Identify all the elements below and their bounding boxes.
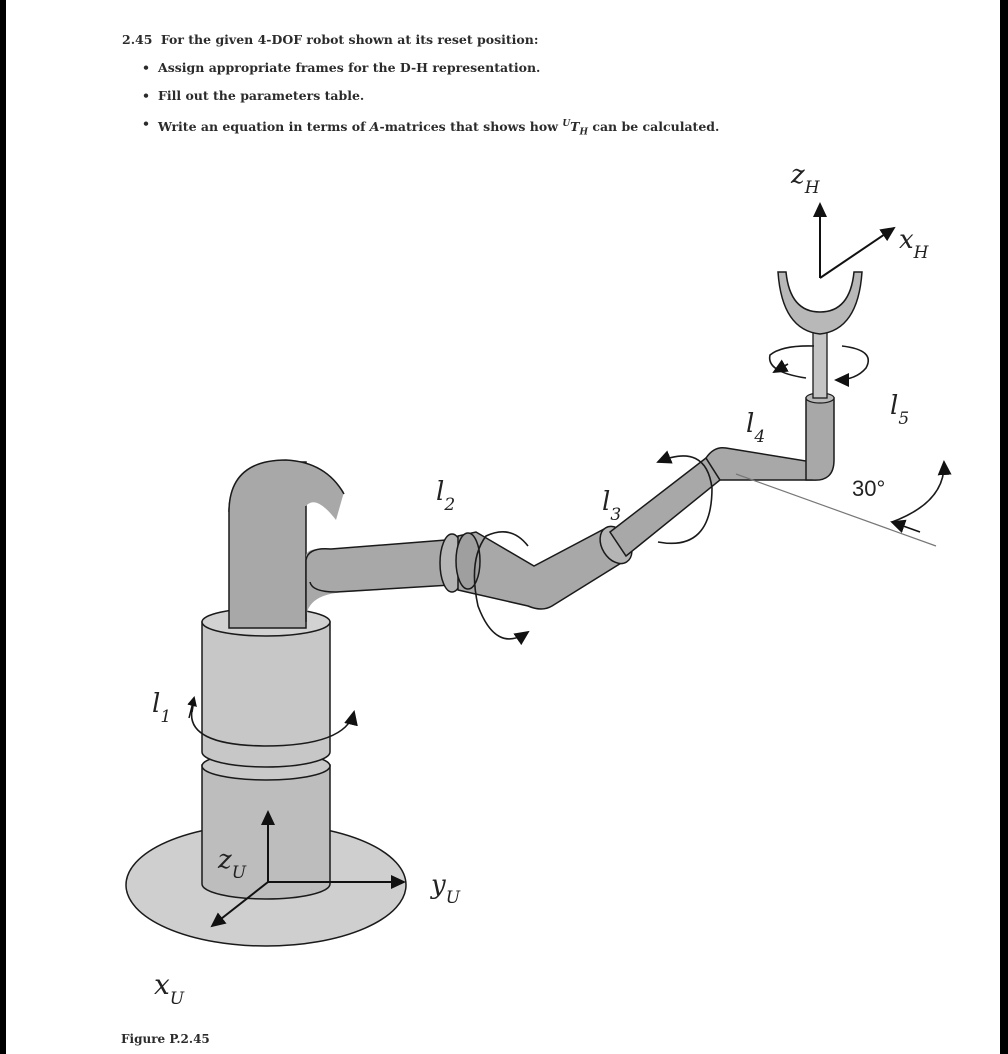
task-equation-a: A <box>369 119 380 135</box>
figure-caption: Figure P.2.45 <box>121 1032 210 1046</box>
task-equation-pre: Write an equation in terms of <box>158 119 370 135</box>
task-equation-post2: can be calculated. <box>588 119 720 135</box>
label-x-u: xU <box>154 968 185 1009</box>
task-equation: Write an equation in terms of A-matrices… <box>142 110 842 147</box>
problem-heading: 2.45 For the given 4-DOF robot shown at … <box>122 26 842 54</box>
task-equation-post1: -matrices that shows how <box>379 119 563 135</box>
task-parameters: Fill out the parameters table. <box>142 82 842 110</box>
label-subscript: 2 <box>443 495 455 515</box>
problem-statement: 2.45 For the given 4-DOF robot shown at … <box>122 26 842 147</box>
label-subscript: H <box>913 243 930 263</box>
label-subscript: U <box>446 888 461 908</box>
label-l1: l1 <box>152 689 171 727</box>
task-equation-sup: U <box>562 119 571 129</box>
label-l2: l2 <box>436 477 455 515</box>
task-equation-t: T <box>570 119 580 135</box>
l1-arrow <box>187 696 197 719</box>
link-4 <box>705 446 813 481</box>
label-subscript: U <box>232 863 247 883</box>
label-subscript: 1 <box>160 707 171 727</box>
label-subscript: H <box>804 178 821 198</box>
angle-reference-line <box>735 473 937 547</box>
link-5 <box>805 397 835 481</box>
task-list: Assign appropriate frames for the D-H re… <box>122 54 842 147</box>
task-frames: Assign appropriate frames for the D-H re… <box>142 54 842 82</box>
gripper <box>777 271 863 335</box>
task-equation-sub: H <box>579 127 588 138</box>
label-z-u: zU <box>217 845 247 883</box>
link-3-upper <box>608 456 721 558</box>
label-l5: l5 <box>890 391 909 429</box>
label-subscript: 4 <box>753 427 765 447</box>
wrist-shaft <box>812 329 828 399</box>
label-z-h: zH <box>790 160 821 198</box>
label-subscript: U <box>170 989 185 1009</box>
hand-frame-axes <box>813 202 896 279</box>
link-3-lower <box>457 527 628 610</box>
label-angle: 30° <box>852 476 885 501</box>
label-subscript: 3 <box>610 505 621 525</box>
base-frame-axes <box>210 810 406 928</box>
label-l4: l4 <box>746 409 765 447</box>
problem-number: 2.45 <box>122 32 153 47</box>
label-x-h: xH <box>899 225 930 263</box>
label-y-u: yU <box>430 870 461 908</box>
problem-intro: For the given 4-DOF robot shown at its r… <box>160 32 539 47</box>
label-l3: l3 <box>602 487 621 525</box>
robot-figure: zH xH l1 l2 l3 l4 l5 30° zU yU xU <box>125 160 952 1009</box>
label-subscript: 5 <box>898 409 909 429</box>
textbook-page: 2.45 For the given 4-DOF robot shown at … <box>6 0 1000 1054</box>
